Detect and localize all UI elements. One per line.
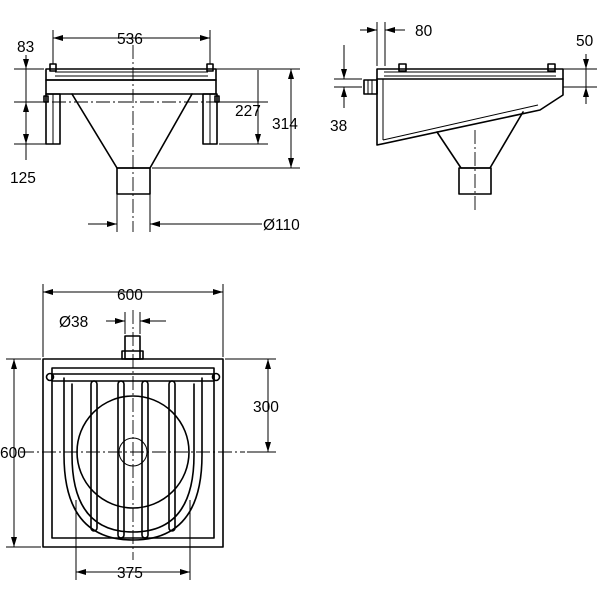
dim-600-height: 600 — [0, 445, 26, 462]
dim-80: 80 — [415, 23, 433, 40]
dim-375: 375 — [117, 565, 143, 582]
dim-50: 50 — [576, 33, 594, 50]
dim-300: 300 — [253, 399, 279, 416]
dim-600-width: 600 — [117, 287, 143, 304]
dim-536: 536 — [117, 31, 143, 48]
top-view: 600 Ø38 600 300 375 — [0, 284, 279, 582]
dim-314: 314 — [272, 116, 298, 133]
dim-125: 125 — [10, 170, 36, 187]
front-view: 536 83 125 227 314 Ø110 — [10, 30, 300, 234]
dim-38: 38 — [330, 118, 347, 135]
dim-d110: Ø110 — [263, 217, 300, 234]
dim-83: 83 — [17, 39, 34, 56]
side-view: 80 50 38 — [330, 22, 597, 210]
dim-d38: Ø38 — [59, 314, 88, 331]
dim-227: 227 — [235, 103, 261, 120]
